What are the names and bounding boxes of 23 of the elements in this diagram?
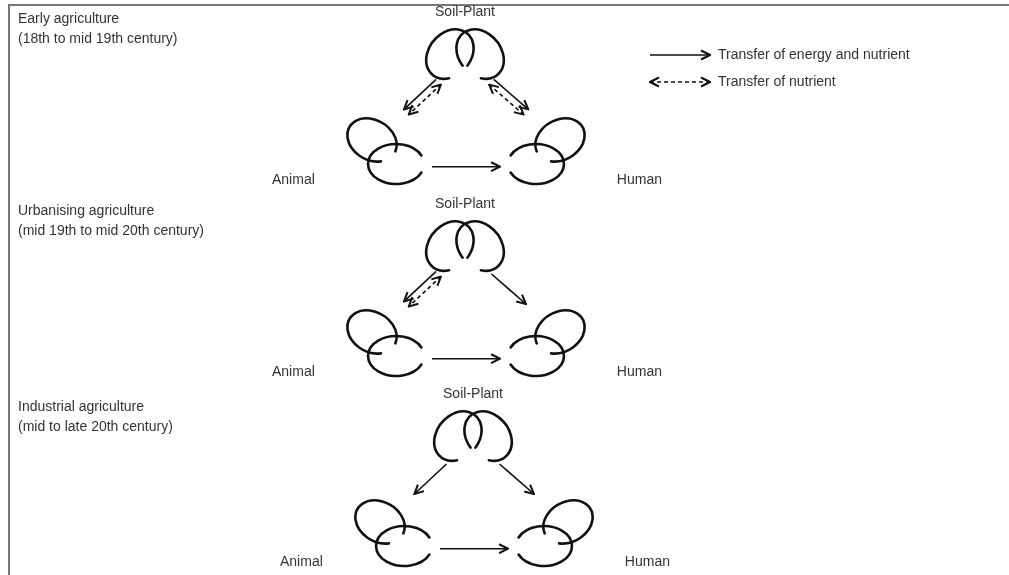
arrow — [431, 161, 501, 173]
period-dates: (mid 19th to mid 20th century) — [18, 221, 204, 240]
arrow — [498, 463, 535, 495]
node-label: Animal — [272, 362, 315, 380]
arrow — [413, 463, 448, 495]
node-label: Soil-Plant — [443, 384, 503, 402]
node-label: Animal — [280, 552, 323, 570]
node-label: Animal — [272, 170, 315, 188]
arrow — [439, 543, 509, 555]
period-dates: (18th to mid 19th century) — [18, 29, 178, 48]
node-label: Soil-Plant — [435, 194, 495, 212]
arrow — [490, 273, 527, 305]
period-title: Industrial agriculture — [18, 397, 146, 416]
period-title: Urbanising agriculture — [18, 201, 156, 220]
legend-label: Transfer of energy and nutrient — [718, 45, 910, 64]
period-title: Early agriculture — [18, 9, 121, 28]
node-label: Human — [616, 170, 662, 188]
node-label: Soil-Plant — [435, 2, 495, 20]
node-label: Human — [624, 552, 670, 570]
legend-label: Transfer of nutrient — [718, 72, 836, 91]
node-label: Human — [616, 362, 662, 380]
arrow — [431, 353, 501, 365]
period-dates: (mid to late 20th century) — [18, 417, 173, 436]
